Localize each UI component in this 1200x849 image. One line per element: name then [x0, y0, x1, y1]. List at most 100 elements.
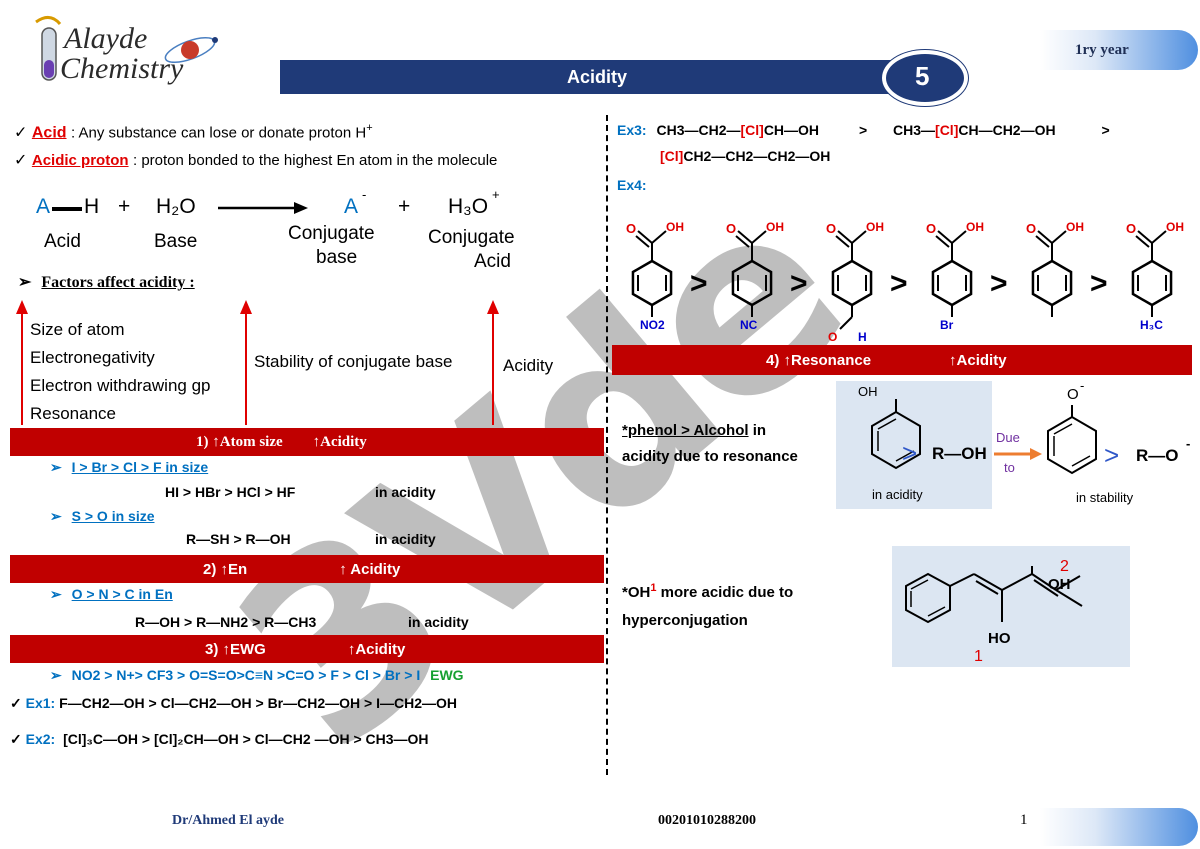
greater-than-sign: > [690, 267, 708, 300]
note-halogen: in acidity [375, 484, 436, 500]
factor-list: Size of atom Electronegativity Electron … [30, 320, 211, 423]
aldehyde-oxygen-label: O [828, 330, 837, 343]
ex1: ✓ Ex1: F—CH2—OH > Cl—CH2—OH > Br—CH2—OH … [10, 695, 457, 711]
reaction-arrow [218, 202, 308, 214]
carbonyl-bond [1035, 235, 1050, 248]
carbonyl-oxygen-label: O [926, 221, 936, 236]
carbonyl-oxygen-label: O [1026, 221, 1036, 236]
section-atom-size: 1) ↑Atom size ↑Acidity [10, 428, 604, 456]
aldehyde-bond [839, 316, 853, 330]
hydroxyl-label: OH [666, 220, 684, 234]
page-title: Acidity [567, 67, 628, 87]
carbonyl-oxygen-label: O [626, 221, 636, 236]
check-icon: ✓ [14, 152, 28, 169]
rule-halogen-size: ➢ I > Br > Cl > F in size [50, 459, 209, 475]
year-label: 1ry year [1075, 42, 1129, 58]
substituent-label: NO2 [640, 318, 665, 332]
substituent-label: Br [940, 318, 954, 332]
acidity-label: Acidity [503, 356, 554, 375]
factors-heading: ➢ Factors affect acidity : [18, 274, 195, 291]
substituent-label: H₃C [1140, 318, 1163, 332]
phenol-structure [871, 399, 921, 470]
hydroxyl-bond [1051, 230, 1067, 244]
hydroxyl-bond [751, 230, 767, 244]
note-sh-oh: in acidity [375, 531, 436, 547]
proton-def: : proton bonded to the highest En atom i… [132, 152, 498, 169]
proton-definition: ✓ Acidic proton : proton bonded to the h… [14, 150, 497, 170]
footer-phone: 00201010288200 [658, 813, 756, 828]
proton-term: Acidic proton [31, 152, 129, 169]
aldehyde-h-label: H [858, 330, 867, 343]
hydroxyl-bond [851, 230, 867, 244]
due-arrow [994, 448, 1042, 460]
year-tab [1040, 30, 1198, 70]
acid-definition: ✓ Acid : Any substance can lose or donat… [14, 122, 373, 142]
carbonyl-oxygen-label: O [826, 221, 836, 236]
section-en: 2) ↑En ↑ Acidity [10, 555, 604, 583]
rule-en: ➢ O > N > C in En [50, 586, 173, 602]
stability-label: Stability of conjugate base [254, 352, 453, 371]
substituent-label: NC [740, 318, 758, 332]
hydroxyl-label: OH [966, 220, 984, 234]
hydroxyl-label: OH [866, 220, 884, 234]
hydroxyl-label: OH [1166, 220, 1184, 234]
title-bar [280, 60, 920, 94]
logo: Alayde Chemistry [30, 10, 230, 90]
greater-than-sign: > [1090, 267, 1108, 300]
carbonyl-bond [1037, 230, 1053, 244]
carbonyl-bond [835, 235, 850, 248]
order-halogen: HI > HBr > HCl > HF [165, 484, 296, 500]
carbonyl-oxygen-label: O [726, 221, 736, 236]
carbonyl-bond [1137, 230, 1153, 244]
carbonyl-bond [935, 235, 950, 248]
hydroxyl-label: OH [766, 220, 784, 234]
hydroxyl-bond [951, 230, 967, 244]
carbonyl-bond [735, 235, 750, 248]
section-resonance: 4) ↑Resonance ↑Acidity [612, 345, 1192, 375]
carbonyl-bond [837, 230, 853, 244]
ex4-label: Ex4: [617, 177, 647, 193]
equation: A H + H₂O A - + H₃O + Acid Base Conjugat… [36, 187, 515, 272]
bond-line [52, 207, 82, 211]
ewg-order: ➢ NO2 > N+> CF3 > O=S=O>C≡N >C=O > F > C… [50, 667, 464, 683]
phenoxide-structure [1047, 405, 1097, 475]
order-sh-oh: R—SH > R—OH [186, 531, 291, 547]
factor-arrows [16, 300, 499, 425]
lesson-number: 5 [915, 61, 930, 91]
carbonyl-bond [1135, 235, 1150, 248]
carbonyl-bond [937, 230, 953, 244]
hyper-text: *OH1 more acidic due to hyperconjugation [622, 582, 794, 629]
resonance-text: *phenol > Alcohol in acidity due to reso… [622, 422, 798, 465]
hydroxyl-bond [651, 230, 667, 244]
column-divider [606, 115, 608, 775]
footer-author: Dr/Ahmed El ayde [172, 813, 284, 828]
carbonyl-bond [737, 230, 753, 244]
hyper-box [892, 546, 1130, 667]
carbonyl-bond [637, 230, 653, 244]
lesson-badge [882, 50, 968, 106]
ex3-line1: Ex3: CH3—CH2—[Cl]CH—OH > CH3—[Cl]CH—CH2—… [617, 122, 1110, 138]
rule-s-o-size: ➢ S > O in size [50, 508, 155, 524]
ex3-line2: [Cl]CH2—CH2—CH2—OH [660, 148, 831, 164]
enol-structure [905, 566, 1083, 624]
carbonyl-oxygen-label: O [1126, 221, 1136, 236]
section-ewg: 3) ↑EWG ↑Acidity [10, 635, 604, 663]
check-icon: ✓ [14, 124, 28, 142]
footer-tab [1040, 808, 1198, 846]
greater-than-sign: > [790, 267, 808, 300]
footer-page: 1 [1020, 812, 1028, 828]
hydroxyl-bond [1151, 230, 1167, 244]
logo-text-2: Chemistry [60, 52, 184, 85]
greater-than-sign: > [990, 267, 1008, 300]
order-en: R—OH > R—NH2 > R—CH3 [135, 614, 317, 630]
logo-text-1: Alayde [64, 22, 148, 55]
greater-than-sign: > [890, 267, 908, 300]
carbonyl-bond [635, 235, 650, 248]
phenol-box [836, 381, 992, 509]
ex2: ✓ Ex2: [Cl]₃C—OH > [Cl]₂CH—OH > Cl—CH2 —… [10, 731, 429, 747]
acid-term: Acid [31, 124, 67, 142]
acid-def: : Any substance can lose or donate proto… [70, 124, 367, 142]
hydroxyl-label: OH [1066, 220, 1084, 234]
note-en: in acidity [408, 614, 469, 630]
